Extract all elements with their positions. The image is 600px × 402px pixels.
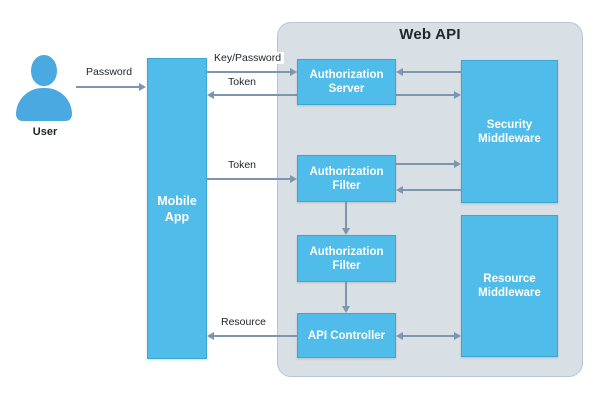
- block-security-middleware-label-line2: Middleware: [478, 132, 541, 145]
- block-authorization-server: Authorization Server: [297, 59, 396, 105]
- block-api-controller: API Controller: [297, 313, 396, 358]
- edge-token-top-arrowhead: [207, 90, 214, 99]
- edge-secmw-to-filter1-line: [403, 189, 461, 191]
- edge-filter1-to-filter2-arrowhead: [341, 228, 350, 235]
- block-security-middleware: Security Middleware: [461, 60, 558, 203]
- block-authorization-filter-2: Authorization Filter: [297, 235, 396, 282]
- block-resource-middleware-label-line2: Middleware: [478, 287, 541, 299]
- edge-apicontroller-resmw-line: [403, 335, 454, 337]
- block-authorization-filter-1-label-line2: Filter: [332, 179, 361, 192]
- edge-label-token-top: Token: [225, 76, 260, 88]
- edge-resource-arrowhead: [207, 331, 214, 340]
- block-authorization-server-label-line1: Authorization: [309, 69, 384, 81]
- edge-token-top-line: [214, 94, 297, 96]
- user-body-shape: [16, 88, 72, 121]
- edge-label-key-password: Key/Password: [211, 52, 285, 64]
- edge-password-line: [76, 86, 140, 88]
- block-authorization-filter-2-label-line2: Filter: [332, 259, 361, 272]
- edge-authsrv-to-secmw-arrowhead: [454, 90, 461, 99]
- edge-keypassword-arrowhead: [290, 67, 297, 76]
- edge-secmw-to-authsrv-arrowhead: [396, 67, 403, 76]
- edge-apicontroller-to-resmw-arrowhead: [454, 331, 461, 340]
- block-api-controller-label-line1: API Controller: [307, 329, 386, 342]
- edge-filter1-to-secmw-line: [396, 163, 454, 165]
- block-authorization-filter-2-label-line1: Authorization: [309, 245, 384, 258]
- edge-secmw-to-authsrv-line: [403, 71, 461, 73]
- edge-label-resource: Resource: [218, 316, 269, 328]
- web-api-title: Web API: [399, 26, 461, 43]
- block-mobile-app: Mobile App: [147, 58, 207, 359]
- block-mobile-app-label-line2: App: [164, 209, 190, 224]
- edge-resmw-to-apicontroller-arrowhead: [396, 331, 403, 340]
- block-mobile-app-label-line1: Mobile: [157, 193, 197, 208]
- block-security-middleware-label-line1: Security: [486, 118, 533, 131]
- edge-filter1-to-secmw-arrowhead: [454, 159, 461, 168]
- edge-label-token-mid: Token: [225, 159, 260, 171]
- edge-token-mid-line: [207, 178, 291, 180]
- edge-label-password: Password: [83, 66, 136, 78]
- block-authorization-filter-1-label-line1: Authorization: [309, 165, 384, 178]
- user-head-shape: [31, 55, 57, 86]
- edge-resource-line: [214, 335, 297, 337]
- user-label: User: [32, 126, 58, 138]
- edge-filter2-to-apicontroller-line: [345, 282, 347, 306]
- edge-keypassword-line: [207, 71, 291, 73]
- edge-secmw-to-filter1-arrowhead: [396, 185, 403, 194]
- user-avatar-icon: [16, 55, 72, 121]
- block-authorization-filter-1: Authorization Filter: [297, 155, 396, 202]
- edge-authsrv-to-secmw-line: [396, 94, 454, 96]
- edge-filter2-to-apicontroller-arrowhead: [341, 306, 350, 313]
- block-authorization-server-label-line2: Server: [328, 83, 365, 95]
- edge-token-mid-arrowhead: [290, 174, 297, 183]
- edge-filter1-to-filter2-line: [345, 202, 347, 228]
- block-resource-middleware-label-line1: Resource: [483, 273, 536, 285]
- edge-password-arrowhead: [139, 82, 146, 91]
- block-resource-middleware: Resource Middleware: [461, 215, 558, 357]
